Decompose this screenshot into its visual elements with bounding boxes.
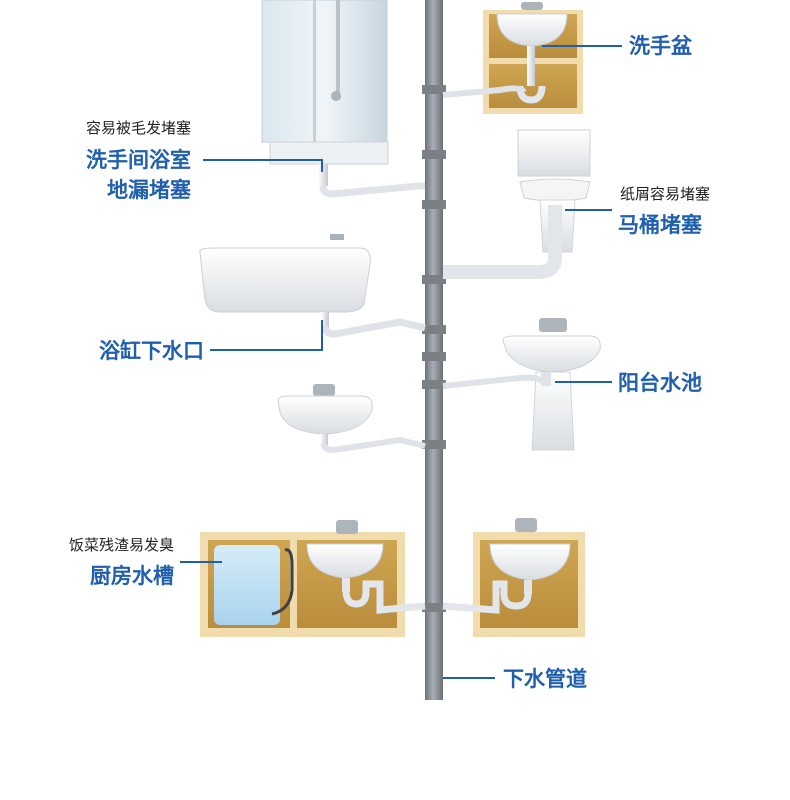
wash-basin-cabinet: [442, 2, 583, 114]
label-toilet: 马桶堵塞: [618, 213, 703, 237]
label-kitchen-note: 饭菜残渣易发臭: [69, 536, 174, 554]
bathtub: [199, 234, 426, 338]
main-drain-pipe: [422, 0, 446, 700]
label-balcony: 阳台水池: [618, 371, 702, 395]
balcony-pedestal-sink: [442, 318, 601, 451]
callout-lines: [180, 45, 622, 679]
labels: 洗手盆 纸屑容易堵塞 马桶堵塞 阳台水池 下水管道 容易被毛发堵塞 洗手间浴室 …: [69, 34, 710, 691]
label-shower-note: 容易被毛发堵塞: [86, 119, 191, 137]
small-wall-basin: [277, 384, 426, 454]
right-sink-cabinet: [442, 518, 585, 637]
label-bathtub: 浴缸下水口: [99, 339, 204, 363]
label-basin: 洗手盆: [629, 34, 693, 58]
shower-enclosure: [261, 0, 425, 198]
toilet: [443, 129, 591, 279]
label-kitchen: 厨房水槽: [90, 564, 174, 588]
kitchen-sink-cabinet: [200, 520, 426, 637]
label-shower-line2: 地漏堵塞: [107, 178, 192, 202]
label-drain-pipe: 下水管道: [503, 667, 587, 691]
label-toilet-note: 纸屑容易堵塞: [620, 185, 710, 203]
label-shower-line1: 洗手间浴室: [86, 148, 191, 172]
